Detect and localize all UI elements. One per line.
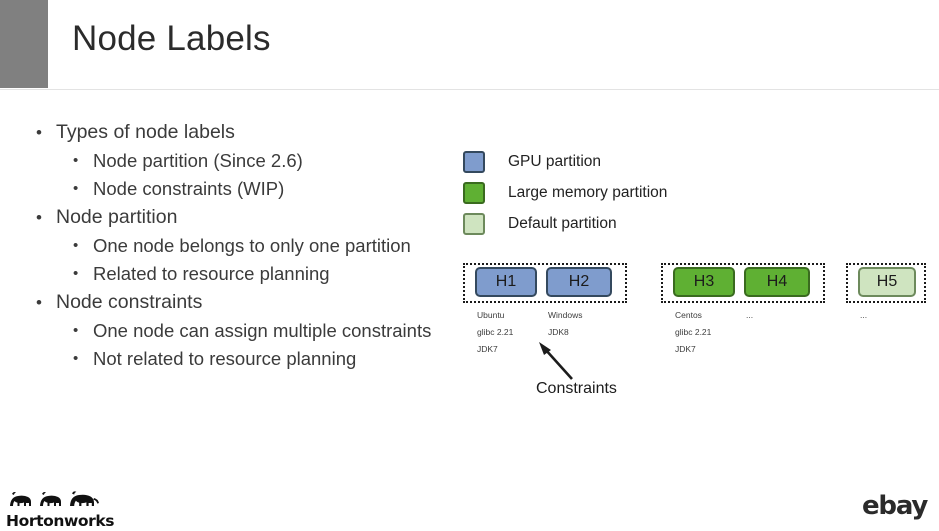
node-metadata-line: JDK8 bbox=[548, 327, 569, 337]
node-metadata-line: glibc 2.21 bbox=[675, 327, 712, 337]
legend-item: Default partition bbox=[463, 208, 667, 239]
title-accent-bar bbox=[0, 0, 48, 88]
bullet-dot-icon: • bbox=[36, 123, 42, 142]
legend-label: Default partition bbox=[508, 214, 617, 232]
legend-item: GPU partition bbox=[463, 146, 667, 177]
bullet-text: Node partition (Since 2.6) bbox=[93, 150, 303, 171]
bullet-item: • Types of node labels bbox=[26, 118, 456, 147]
bullet-text: Types of node labels bbox=[56, 121, 235, 143]
node-metadata-line: Windows bbox=[548, 310, 583, 320]
bullet-item: • Node partition bbox=[26, 203, 456, 232]
bullet-text: Node constraints bbox=[56, 291, 203, 313]
bullet-text: Node partition bbox=[56, 206, 178, 228]
legend-color-swatch bbox=[463, 181, 485, 204]
bullet-item: • One node belongs to only one partition bbox=[26, 232, 456, 260]
constraints-arrow-icon bbox=[533, 338, 579, 389]
bullet-text: One node can assign multiple constraints bbox=[93, 320, 432, 341]
bullet-dot-icon: • bbox=[73, 180, 79, 197]
node-metadata-line: ... bbox=[860, 310, 868, 320]
node-metadata-line: ... bbox=[746, 310, 754, 320]
bullet-dot-icon: • bbox=[73, 152, 79, 169]
legend-label: GPU partition bbox=[508, 152, 602, 170]
title-divider bbox=[0, 89, 939, 90]
bullet-text: Node constraints (WIP) bbox=[93, 178, 285, 199]
bullet-item: • Node constraints (WIP) bbox=[26, 175, 456, 203]
constraints-label: Constraints bbox=[536, 380, 617, 397]
bullet-dot-icon: • bbox=[73, 265, 79, 282]
node-partition-group bbox=[846, 263, 926, 303]
legend-label: Large memory partition bbox=[508, 183, 668, 201]
ebay-logo: ebay bbox=[862, 491, 928, 521]
bullet-item: • Node partition (Since 2.6) bbox=[26, 147, 456, 175]
node-box[interactable]: H4 bbox=[744, 267, 810, 297]
bullet-text: One node belongs to only one partition bbox=[93, 235, 411, 256]
bullet-text: Related to resource planning bbox=[93, 263, 330, 284]
node-box[interactable]: H2 bbox=[546, 267, 612, 297]
node-partition-group bbox=[661, 263, 825, 303]
ebay-wordmark: ebay bbox=[862, 491, 928, 521]
node-box[interactable]: H3 bbox=[673, 267, 735, 297]
node-metadata-line: Centos bbox=[675, 310, 702, 320]
node-metadata: ... bbox=[746, 307, 753, 324]
bullet-dot-icon: • bbox=[73, 350, 79, 367]
three-elephants-icon bbox=[10, 491, 99, 506]
node-metadata-line: JDK7 bbox=[675, 344, 696, 354]
node-metadata-line: JDK7 bbox=[477, 344, 498, 354]
node-metadata-line: Ubuntu bbox=[477, 310, 505, 320]
bullet-dot-icon: • bbox=[73, 237, 79, 254]
bullet-list: • Types of node labels • Node partition (Si… bbox=[26, 118, 456, 373]
hortonworks-wordmark: Hortonworks bbox=[6, 512, 115, 530]
legend-color-swatch bbox=[463, 150, 485, 173]
node-box[interactable]: H5 bbox=[858, 267, 916, 297]
node-metadata: ... bbox=[860, 307, 867, 324]
bullet-item: • Related to resource planning bbox=[26, 260, 456, 288]
node-partition-group bbox=[463, 263, 627, 303]
node-box[interactable]: H1 bbox=[475, 267, 537, 297]
bullet-dot-icon: • bbox=[36, 208, 42, 227]
hortonworks-logo: Hortonworks bbox=[6, 486, 115, 531]
bullet-dot-icon: • bbox=[36, 293, 42, 312]
bullet-dot-icon: • bbox=[73, 322, 79, 339]
bullet-item: • One node can assign multiple constraint… bbox=[26, 317, 456, 345]
legend-item: Large memory partition bbox=[463, 177, 667, 208]
bullet-text: Not related to resource planning bbox=[93, 348, 357, 369]
node-metadata-line: glibc 2.21 bbox=[477, 327, 514, 337]
page-title: Node Labels bbox=[72, 19, 271, 58]
bullet-item: • Not related to resource planning bbox=[26, 345, 456, 373]
legend-color-swatch bbox=[463, 212, 485, 235]
bullet-item: • Node constraints bbox=[26, 288, 456, 317]
